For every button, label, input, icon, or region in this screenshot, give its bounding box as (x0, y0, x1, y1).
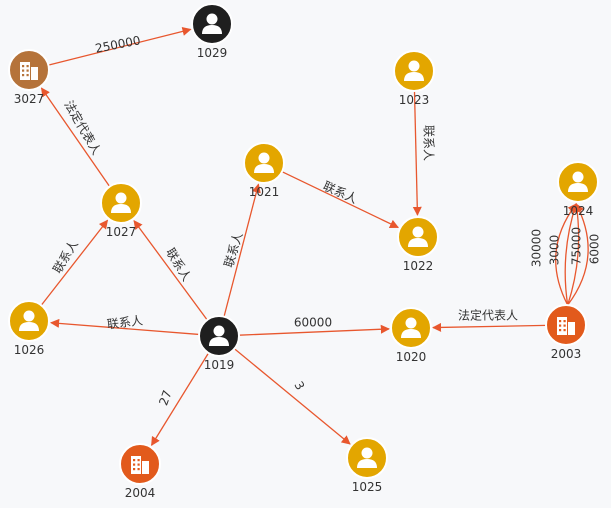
edge-1019-1026 (50, 318, 200, 336)
edge-label: 60000 (294, 316, 332, 330)
node-1021[interactable]: 1021 (243, 142, 285, 199)
edge-label: 75000 (570, 227, 584, 265)
node-1025[interactable]: 1025 (346, 437, 388, 494)
person-icon (111, 192, 131, 213)
node-label: 2003 (551, 347, 582, 361)
edge-1019-1025 (234, 348, 351, 445)
edge-label: 3000 (548, 235, 562, 266)
edge-label: 30000 (530, 229, 544, 267)
person-icon (202, 13, 222, 34)
edge-label: 联系人 (321, 179, 360, 206)
node-label: 1022 (403, 259, 434, 273)
edge-1019-1027 (133, 219, 208, 321)
node-label: 1026 (14, 343, 45, 357)
node-1020[interactable]: 1020 (390, 307, 432, 364)
node-label: 1021 (249, 185, 280, 199)
node-label: 1023 (399, 93, 430, 107)
node-label: 1019 (204, 358, 235, 372)
edge-label: 27 (156, 388, 174, 407)
node-label: 3027 (14, 92, 45, 106)
building-icon (20, 62, 38, 80)
person-icon (19, 310, 39, 331)
edge-2003-1024 (564, 203, 578, 306)
person-icon (408, 226, 428, 247)
edge-label: 6000 (588, 234, 602, 265)
building-icon (131, 456, 149, 474)
edge-3027-1029 (48, 26, 192, 66)
node-label: 1025 (352, 480, 383, 494)
edge-2003-1020 (432, 322, 547, 332)
edges-layer (40, 26, 589, 447)
node-1024[interactable]: 1024 (557, 161, 599, 218)
node-label: 1020 (396, 350, 427, 364)
edge-label: 联系人 (422, 125, 436, 161)
node-1026[interactable]: 1026 (8, 300, 50, 357)
edge-1021-1022 (281, 171, 399, 229)
edge-label: 3 (291, 379, 307, 393)
edge-1023-1022 (412, 90, 422, 216)
node-1022[interactable]: 1022 (397, 216, 439, 273)
edge-label: 联系人 (106, 313, 143, 331)
person-icon (209, 325, 229, 346)
edge-2003-1024 (555, 203, 577, 306)
node-1027[interactable]: 1027 (100, 182, 142, 239)
node-1019[interactable]: 1019 (198, 315, 240, 372)
edge-1019-2004 (151, 352, 210, 447)
edge-label: 联系人 (50, 238, 81, 276)
person-icon (254, 152, 274, 173)
nodes-layer: 1029 3027 1023 1021 1027 1024 1022 1026 1019 1020… (8, 3, 599, 500)
person-icon (401, 317, 421, 338)
node-label: 1029 (197, 46, 228, 60)
edge-1019-1021 (223, 183, 261, 317)
edge-1019-1020 (238, 324, 390, 336)
edge-label: 联系人 (163, 246, 194, 284)
edge-2003-1024 (567, 203, 589, 306)
edge-2003-1024 (567, 203, 582, 306)
node-2003[interactable]: 2003 (545, 304, 587, 361)
node-1029[interactable]: 1029 (191, 3, 233, 60)
node-label: 2004 (125, 486, 156, 500)
node-2004[interactable]: 2004 (119, 443, 161, 500)
node-1023[interactable]: 1023 (393, 50, 435, 107)
edge-label: 法定代表人 (458, 308, 518, 323)
edge-1026-1027 (40, 219, 109, 306)
person-icon (404, 60, 424, 81)
node-label: 1027 (106, 225, 137, 239)
edge-1027-3027 (40, 87, 111, 187)
edge-label: 250000 (94, 33, 142, 55)
building-icon (557, 317, 575, 335)
person-icon (568, 171, 588, 192)
person-icon (357, 447, 377, 468)
node-3027[interactable]: 3027 (8, 49, 50, 106)
node-label: 1024 (563, 204, 594, 218)
